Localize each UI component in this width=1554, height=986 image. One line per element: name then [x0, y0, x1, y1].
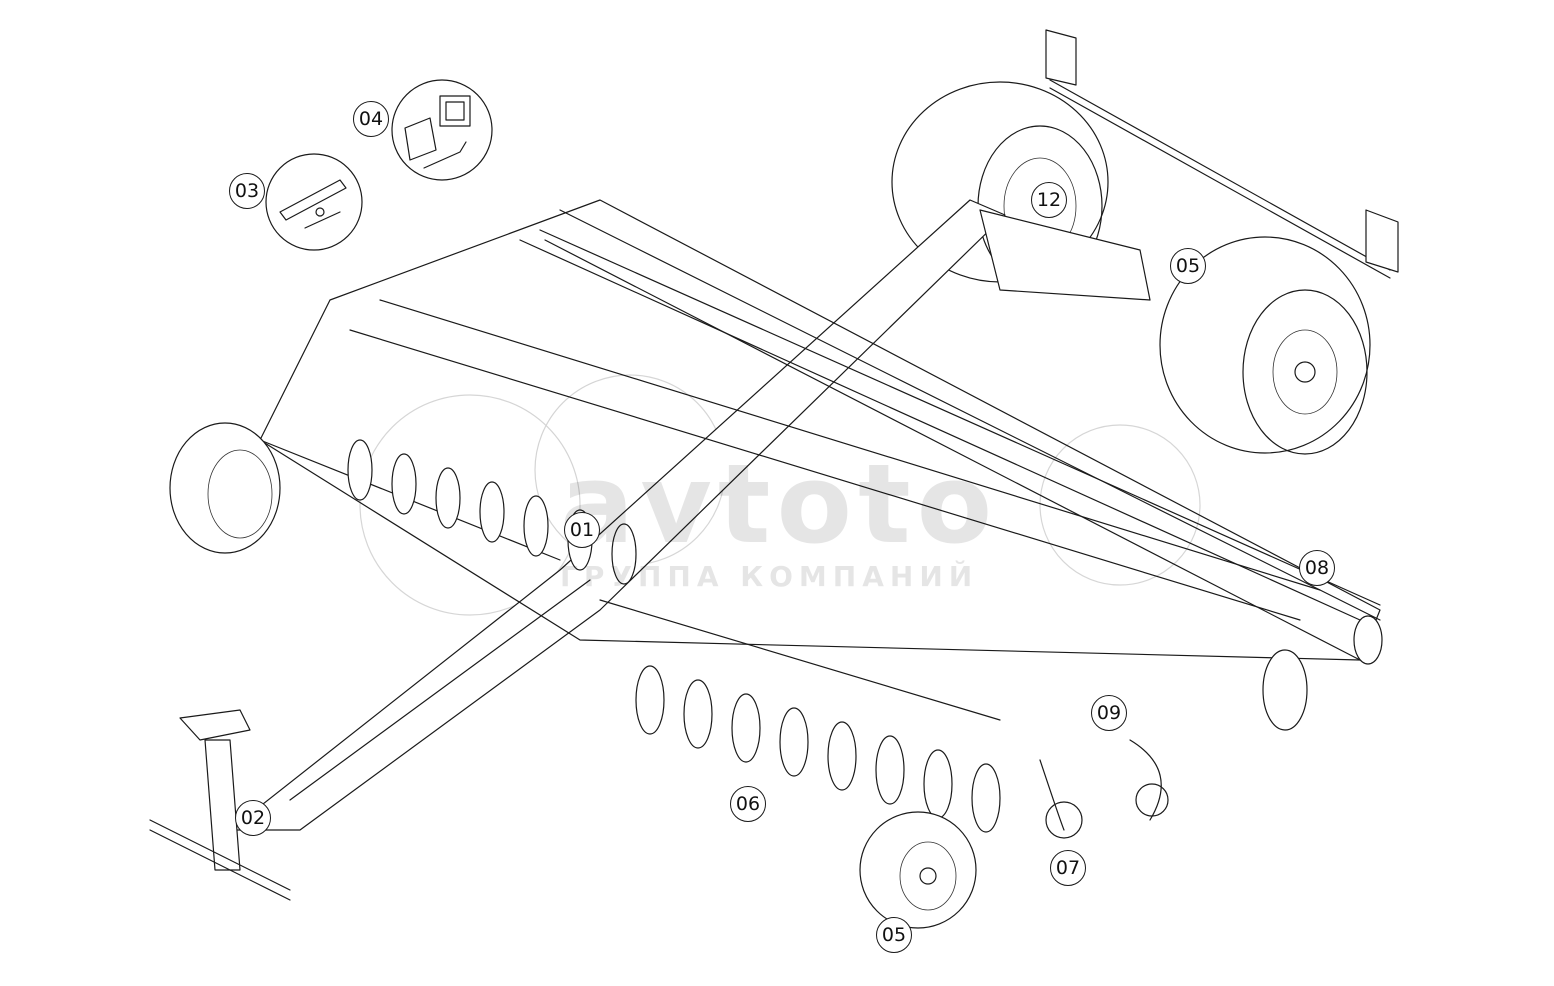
disc-blade — [779, 707, 809, 777]
callout-04[interactable]: 04 — [353, 101, 389, 137]
disc-blade — [827, 721, 857, 791]
disc-blade — [923, 749, 953, 819]
callout-08[interactable]: 08 — [1299, 550, 1335, 586]
disc-blade — [611, 523, 637, 585]
rear-axle — [1045, 29, 1399, 279]
depth-wheel-front — [859, 811, 977, 929]
callout-09[interactable]: 09 — [1091, 695, 1127, 731]
callout-12[interactable]: 12 — [1031, 182, 1067, 218]
disc-blade — [635, 665, 665, 735]
control-terminal-kit — [391, 79, 493, 181]
watermark-brand: avtoto — [560, 440, 999, 568]
main-frame — [259, 199, 1381, 721]
depth-wheel-left — [169, 422, 281, 554]
callout-06[interactable]: 06 — [730, 786, 766, 822]
disc-blade — [875, 735, 905, 805]
main-drawbar — [229, 199, 1151, 831]
disc-blade — [391, 453, 417, 515]
transport-wheel-right — [1159, 236, 1371, 455]
disc-blade — [347, 439, 373, 501]
callout-03[interactable]: 03 — [229, 173, 265, 209]
cultivator-tines — [1039, 739, 1169, 839]
hitch — [149, 709, 291, 901]
callout-07[interactable]: 07 — [1050, 850, 1086, 886]
callout-05-front[interactable]: 05 — [876, 917, 912, 953]
disc-blade — [971, 763, 1001, 833]
disc-blade — [731, 693, 761, 763]
disc-blade — [435, 467, 461, 529]
callout-01[interactable]: 01 — [564, 512, 600, 548]
disc-blade — [683, 679, 713, 749]
hydraulic-cylinder-kit — [265, 153, 363, 251]
callout-02[interactable]: 02 — [235, 800, 271, 836]
disc-blade — [479, 481, 505, 543]
watermark-subtitle: ГРУППА КОМПАНИЙ — [560, 560, 979, 593]
packer-roller — [544, 209, 1383, 731]
callout-05-rear[interactable]: 05 — [1170, 248, 1206, 284]
disc-rows — [347, 439, 1001, 833]
disc-blade — [523, 495, 549, 557]
